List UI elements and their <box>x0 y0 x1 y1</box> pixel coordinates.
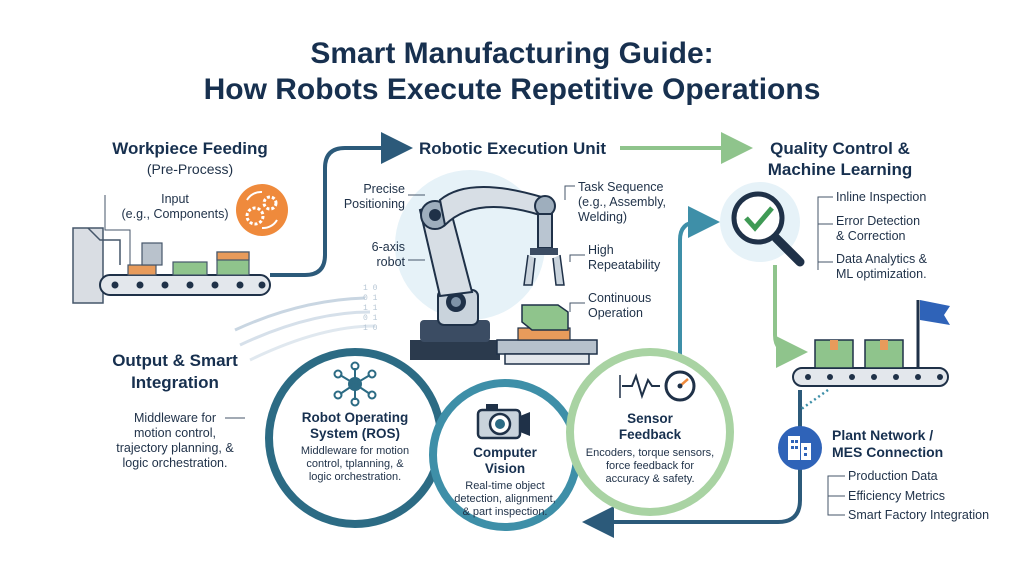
page-title-line1: Smart Manufacturing Guide: <box>310 37 714 70</box>
quality-error-detection: Error Detection <box>836 214 921 228</box>
sensor-text-line2: force feedback for <box>605 460 695 472</box>
vision-title-line1: Computer <box>473 445 537 460</box>
quality-ml-optimization: ML optimization. <box>836 267 927 281</box>
label-6axis: 6-axis <box>371 240 405 254</box>
sensor-text-line3: accuracy & safety. <box>605 473 695 485</box>
mes-return-arrow <box>582 390 802 538</box>
sensor-text-line1: Encoders, torque sensors, <box>585 447 715 459</box>
label-precise: Precise <box>363 182 405 196</box>
feeding-subtitle: (Pre-Process) <box>146 161 234 177</box>
plant-title-line1: Plant Network / <box>832 427 934 443</box>
label-high: High <box>588 243 614 257</box>
label-continuous: Continuous <box>588 291 652 305</box>
quality-title-line2: Machine Learning <box>767 160 913 179</box>
plant-efficiency-metrics: Efficiency Metrics <box>848 489 946 503</box>
work-table <box>496 304 598 365</box>
plant-production-data: Production Data <box>848 469 938 483</box>
svg-text:0 1: 0 1 <box>363 314 378 323</box>
robot-unit-title: Robotic Execution Unit <box>419 139 606 158</box>
svg-text:1 1: 1 1 <box>363 304 378 313</box>
vision-text-line2: detection, alignment, <box>454 493 556 505</box>
vision-title-line2: Vision <box>484 461 526 476</box>
quality-title-line1: Quality Control & <box>770 139 910 158</box>
ros-text-line3: logic orchestration. <box>308 471 402 483</box>
quality-to-conveyor-arrow <box>773 265 808 368</box>
network-hub-icon <box>333 361 377 407</box>
plant-smart-factory: Smart Factory Integration <box>848 508 990 522</box>
output-text-line4: logic orchestration. <box>122 456 228 470</box>
ros-text-line2: control, tplanning, & <box>306 458 404 470</box>
output-text-line2: motion control, <box>134 426 216 440</box>
input-label-line1: Input <box>161 192 189 206</box>
output-title-line1: Output & Smart <box>112 351 238 370</box>
label-operation: Operation <box>588 306 643 320</box>
feeding-title: Workpiece Feeding <box>112 139 268 158</box>
checkmark-magnifier-icon <box>720 182 805 267</box>
flag-icon <box>916 300 950 368</box>
feed-to-robot-arrow <box>270 132 413 277</box>
output-text-line3: trajectory planning, & <box>116 441 234 455</box>
building-icon <box>778 426 822 470</box>
gauge-icon <box>619 370 696 402</box>
ros-title-line2: System (ROS) <box>309 426 401 441</box>
sensor-to-quality-arrow <box>678 206 720 355</box>
label-robot: robot <box>376 255 406 269</box>
label-task-sequence: Task Sequence <box>578 180 664 194</box>
quality-inline-inspection: Inline Inspection <box>836 190 927 204</box>
vision-text-line1: Real-time object <box>465 480 545 492</box>
svg-text:1 0: 1 0 <box>363 284 378 293</box>
sensor-title-line2: Feedback <box>618 427 682 442</box>
camera-icon <box>476 404 530 440</box>
ros-text-line1: Middleware for motion <box>300 445 410 457</box>
robot-arm-icon <box>410 186 565 360</box>
plant-title-line2: MES Connection <box>832 444 944 460</box>
feed-conveyor <box>72 195 271 304</box>
label-positioning: Positioning <box>343 197 405 211</box>
svg-text:1 0: 1 0 <box>363 324 378 333</box>
page-title-line2: How Robots Execute Repetitive Operations <box>203 73 821 106</box>
label-task-examples: (e.g., Assembly, <box>578 195 666 209</box>
vision-text-line3: & part inspection. <box>462 506 548 518</box>
quality-error-correction: & Correction <box>836 229 906 243</box>
output-conveyor <box>792 339 949 387</box>
quality-data-analytics: Data Analytics & <box>836 252 928 266</box>
svg-text:0 1: 0 1 <box>363 294 378 303</box>
label-repeatability: Repeatability <box>588 258 661 272</box>
sensor-title-line1: Sensor <box>627 411 673 426</box>
label-task-welding: Welding) <box>578 210 628 224</box>
input-label-line2: (e.g., Components) <box>121 207 229 221</box>
output-text-line1: Middleware for <box>134 411 216 425</box>
output-title-line2: Integration <box>131 373 219 392</box>
gears-icon <box>236 184 288 236</box>
ros-title-line1: Robot Operating <box>301 410 409 425</box>
